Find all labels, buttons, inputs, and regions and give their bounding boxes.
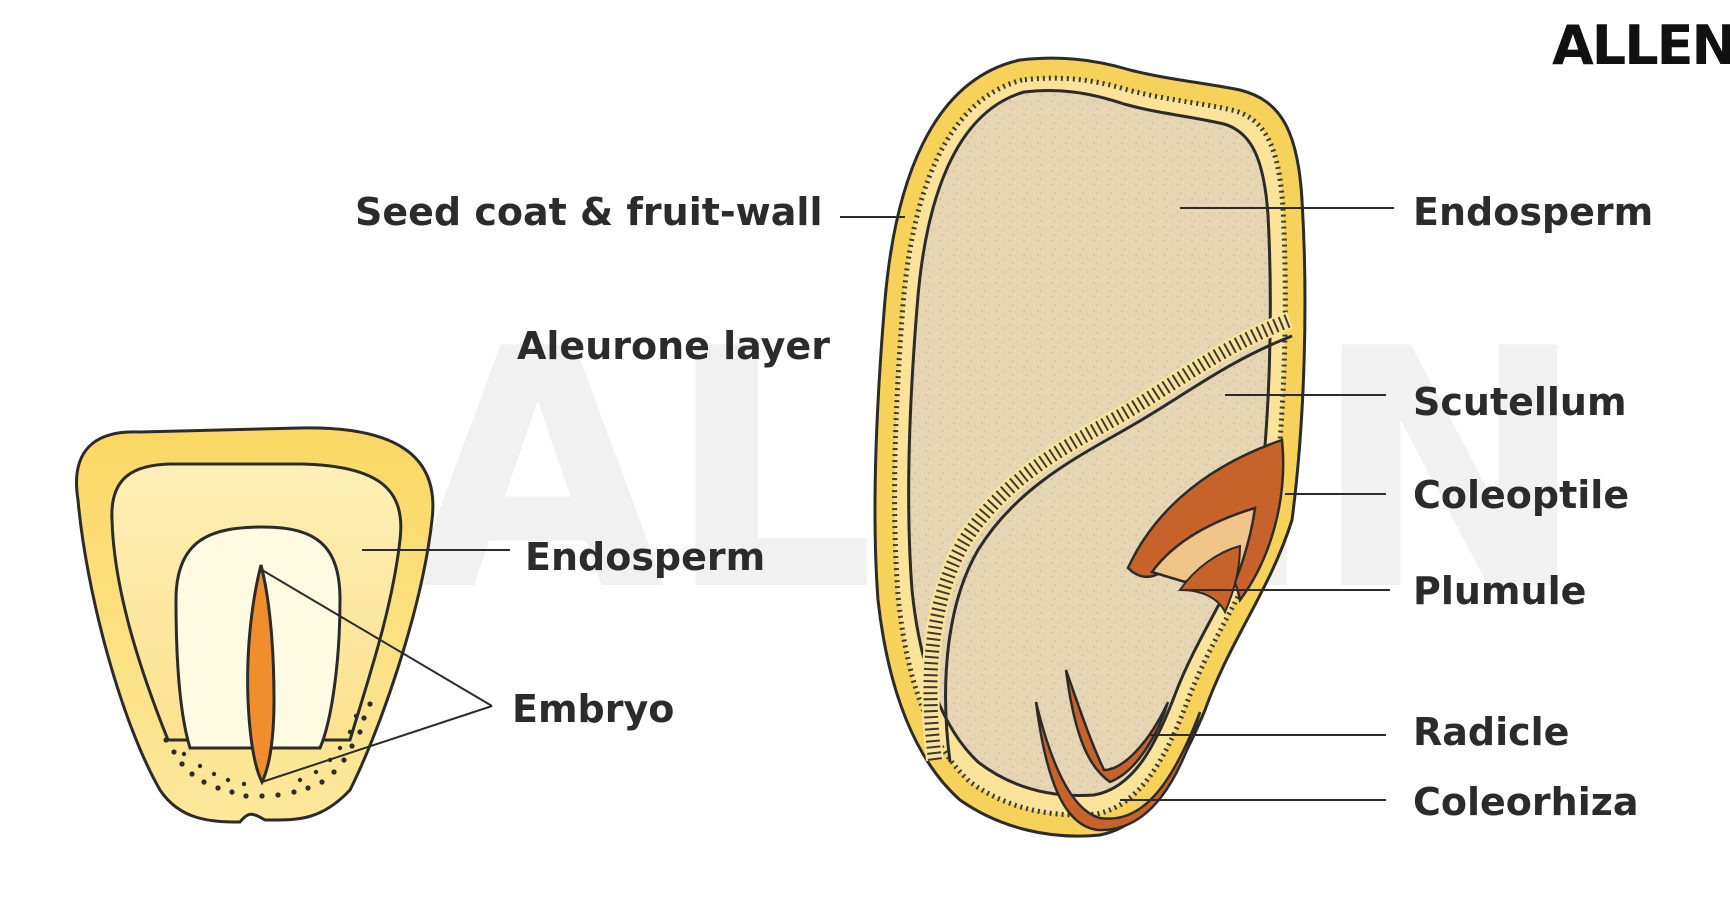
label-scutellum: Scutellum xyxy=(1413,380,1627,424)
allen-logo: ALLEN xyxy=(1552,14,1730,77)
leader-small-embryo-bottom xyxy=(261,705,493,783)
label-endosperm: Endosperm xyxy=(1413,190,1653,234)
label-seed-coat: Seed coat & fruit-wall xyxy=(355,190,822,234)
maize-grain-section xyxy=(873,56,1307,838)
coleorhiza-shape xyxy=(1034,701,1202,832)
leader-small-embryo-top xyxy=(261,569,493,707)
small-seed xyxy=(75,426,435,824)
label-aleurone: Aleurone layer xyxy=(517,324,830,368)
scutellum-boundary-outline xyxy=(944,334,1293,763)
label-coleorhiza: Coleorhiza xyxy=(1413,780,1638,824)
label-small-embryo: Embryo xyxy=(512,687,674,731)
small-seed-dots xyxy=(163,701,373,799)
label-coleoptile: Coleoptile xyxy=(1413,473,1629,517)
radicle-shape xyxy=(1064,669,1170,784)
plumule-inner xyxy=(1178,544,1242,615)
label-small-endosperm: Endosperm xyxy=(525,535,765,579)
label-radicle: Radicle xyxy=(1413,710,1569,754)
scutellum-boundary-hatch xyxy=(923,313,1293,761)
label-plumule: Plumule xyxy=(1413,569,1586,613)
